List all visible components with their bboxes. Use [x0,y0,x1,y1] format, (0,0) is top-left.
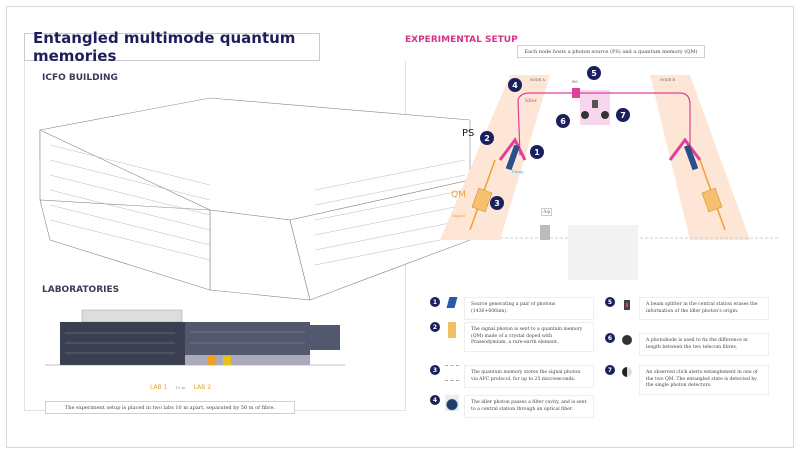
legend-number: 5 [605,297,615,307]
delta-phi-label: Δφ [541,208,553,216]
lab1-label: LAB 1 [150,384,168,391]
fiber-spool [540,225,550,240]
legend-number: 2 [430,322,440,332]
legend-number: 4 [430,395,440,405]
photodiode-icon [622,335,632,345]
laboratories-caption: The experiment setup is placed in two la… [45,401,295,414]
legend-text: An observed click alerts entanglement in… [639,365,769,395]
legend-item-1: 1 Source generating a pair of photons (1… [430,297,594,320]
crystal-source-icon [446,297,458,308]
node-b-label: NODE B [660,78,675,82]
legend-number: 7 [605,365,615,375]
marker-6: 6 [556,114,570,128]
pump-label: Pump [512,169,524,174]
laboratories-elevation [45,309,345,366]
filter-cavity-icon [445,395,459,411]
lab-distance: 10 m [175,385,186,390]
legend-item-4: 4 The idler photon passes a filter cavit… [430,395,594,418]
legend-number: 1 [430,297,440,307]
legend-item-6: 6 A photodiode is used to fix the differ… [605,333,769,356]
legend-number: 6 [605,333,615,343]
page-title: Entangled multimode quantum memories [33,29,296,65]
page-frame [6,6,794,448]
marker-5: 5 [587,66,601,80]
setup-caption: Each node hosts a photon source (PS) and… [517,45,705,58]
marker-3: 3 [490,196,504,210]
qm-label: QM [451,190,466,200]
legend-text: The signal photon is sent to a quantum m… [464,322,594,352]
legend-text: The quantum memory stores the signal pho… [464,365,594,388]
bs-label: BS [572,79,578,84]
signal-label: Signal [452,213,465,218]
setup-diagram [440,75,780,280]
marker-4: 4 [508,78,522,92]
lab2-marker [223,356,231,365]
legend-item-7: 7 An observed click alerts entanglement … [605,365,769,395]
afc-protocol-icon [445,365,459,381]
marker-7: 7 [616,108,630,122]
laboratories-heading: LABORATORIES [42,285,120,295]
lab1-marker [207,356,215,365]
lab2-label: LAB 2 [193,384,212,391]
node-a-band [440,75,550,240]
bs-component [572,88,580,98]
legend-text: A beam splitter in the central station e… [639,297,769,320]
beam-splitter-icon [620,297,634,313]
detector-icon [622,367,632,377]
legend-item-5: 5 A beam splitter in the central station… [605,297,769,320]
legend-text: A photodiode is used to fix the differen… [639,333,769,356]
legend-text: Source generating a pair of photons (143… [464,297,594,320]
building-illustration [39,97,471,301]
marker-2: 2 [480,131,494,145]
legend-number: 3 [430,365,440,375]
experimental-setup-heading: EXPERIMENTAL SETUP [405,35,518,45]
title-box: Entangled multimode quantum memories [24,29,320,65]
icfo-building-heading: ICFO BUILDING [42,73,118,83]
qm-crystal [471,187,493,213]
legend-item-3: 3 The quantum memory stores the signal p… [430,365,594,388]
node-a-label: NODE A [530,78,545,82]
idler-label: Idler [525,98,538,104]
legend-item-2: 2 The signal photon is sent to a quantum… [430,322,594,352]
ps-label: PS [462,128,475,139]
quantum-memory-crystal-icon [448,322,456,338]
idler-fiber [517,92,691,156]
marker-1: 1 [530,145,544,159]
legend-text: The idler photon passes a filter cavity,… [464,395,594,418]
